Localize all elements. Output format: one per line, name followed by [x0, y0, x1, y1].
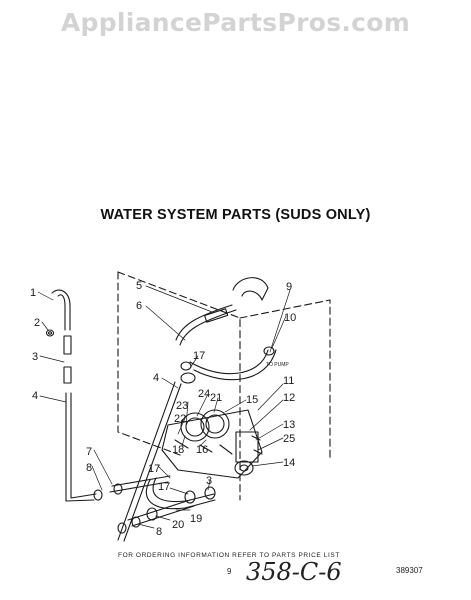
- part-label: 14: [283, 457, 295, 469]
- drawing-number: 389307: [396, 566, 423, 575]
- page-number: 9: [227, 567, 232, 576]
- tube-end: [180, 372, 196, 384]
- left-hose: [70, 392, 97, 499]
- bracket: [235, 431, 259, 463]
- hose-clamp: [204, 486, 216, 500]
- part-label: 1: [30, 287, 36, 299]
- pump-label: TO PUMP: [266, 362, 289, 368]
- part-label: 17: [193, 350, 205, 362]
- connector: [174, 439, 233, 455]
- part-label: 22: [174, 413, 186, 425]
- washer: [45, 329, 55, 337]
- part-label: 11: [283, 375, 294, 387]
- lower-pipe: [127, 499, 195, 527]
- part-label: 2: [34, 317, 40, 329]
- hose-coupling: [63, 335, 72, 355]
- solenoid-coil: [205, 414, 225, 434]
- long-tube: [123, 383, 182, 542]
- screw: [251, 435, 263, 455]
- part-label: 25: [283, 433, 295, 445]
- page-title: WATER SYSTEM PARTS (SUDS ONLY): [100, 207, 371, 223]
- fill-hose: [175, 304, 233, 341]
- part-label: 21: [210, 392, 222, 404]
- pump-hose: [193, 349, 277, 381]
- part-label: 4: [32, 390, 38, 402]
- left-hose: [65, 392, 95, 502]
- valve-outlet: [234, 460, 254, 476]
- part-label: 18: [172, 444, 184, 456]
- hose-clamp: [263, 346, 275, 356]
- hose-clamp: [146, 507, 158, 521]
- part-label: 24: [198, 388, 210, 400]
- part-label: 17: [148, 463, 160, 475]
- part-label: 3: [32, 351, 38, 363]
- part-label: 3: [206, 475, 212, 487]
- part-label: 16: [196, 444, 208, 456]
- hose-clamp: [131, 516, 141, 528]
- handwritten-code: 358-C-6: [246, 558, 342, 586]
- part-label: 23: [176, 400, 188, 412]
- part-label: 17: [158, 481, 170, 493]
- cabinet-outline: [239, 299, 331, 459]
- hose-clamp: [184, 490, 196, 504]
- hose-clamp: [180, 361, 192, 371]
- ordering-note: FOR ORDERING INFORMATION REFER TO PARTS …: [118, 552, 340, 559]
- watermark: AppliancePartsPros.com: [60, 8, 411, 37]
- part-label: 9: [286, 281, 292, 293]
- hose-clamp: [63, 366, 72, 384]
- left-hose: [51, 289, 71, 331]
- cabinet-outline: [117, 271, 241, 501]
- washer: [47, 331, 53, 335]
- cabinet-outline: [117, 271, 181, 456]
- hose-clamp: [204, 308, 229, 323]
- part-label: 6: [136, 300, 142, 312]
- valve-body: [161, 409, 263, 479]
- hose-clamp: [113, 483, 123, 495]
- part-label: 10: [284, 312, 296, 324]
- lower-pipe: [145, 479, 216, 510]
- solenoid-coil: [200, 409, 230, 439]
- part-label: 12: [283, 392, 295, 404]
- hose-clamp: [117, 522, 127, 534]
- valve-outlet: [239, 464, 249, 472]
- fill-hose-hook: [232, 277, 269, 301]
- hose-clamp: [93, 489, 103, 501]
- part-label: 15: [246, 394, 258, 406]
- part-label: 20: [172, 519, 184, 531]
- pump-hose: [189, 349, 269, 375]
- part-label: 4: [153, 372, 159, 384]
- left-hose: [57, 294, 66, 331]
- part-label: 8: [156, 526, 162, 538]
- part-label: 19: [190, 513, 202, 525]
- part-label: 5: [136, 280, 142, 292]
- long-tube: [117, 381, 176, 541]
- part-label: 13: [283, 419, 295, 431]
- solenoid-coil: [185, 417, 205, 437]
- part-label: 7: [86, 446, 92, 458]
- lower-pipe: [109, 475, 171, 493]
- part-label: 8: [86, 462, 92, 474]
